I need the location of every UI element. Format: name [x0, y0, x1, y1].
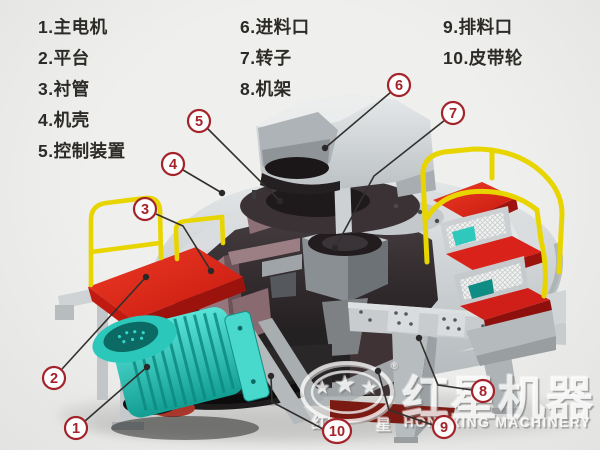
- callout-8-marker: 8: [415, 334, 496, 404]
- callout-5-marker: 5: [186, 108, 284, 205]
- feed-inlet: [265, 157, 329, 179]
- legend-column-right: 9.排料口 10.皮带轮: [443, 12, 523, 74]
- label-housing: 4.机壳: [38, 110, 90, 130]
- motor-vent-grille: [103, 321, 159, 353]
- callout-9-marker: 9: [374, 367, 457, 440]
- callout-7-marker: 7: [331, 100, 466, 252]
- label-main-motor: 1.主电机: [38, 17, 108, 37]
- label-feed-inlet: 6.进料口: [240, 17, 310, 37]
- callout-3-marker: 3: [132, 196, 215, 275]
- stairs: [433, 182, 556, 366]
- label-discharge-port: 9.排料口: [443, 17, 513, 37]
- callout-10-marker: 10: [267, 372, 353, 445]
- svg-text:9: 9: [440, 420, 448, 436]
- label-rotor: 7.转子: [240, 48, 292, 68]
- label-liner: 3.衬管: [38, 79, 90, 99]
- label-platform: 2.平台: [38, 48, 90, 68]
- svg-text:10: 10: [329, 424, 345, 440]
- star-icon: ★: [361, 378, 379, 399]
- right-railing: [420, 146, 565, 299]
- watermark-char-right: 星: [376, 417, 392, 434]
- svg-text:8: 8: [479, 384, 487, 400]
- svg-text:7: 7: [449, 106, 457, 122]
- callout-1-marker: 1: [63, 363, 151, 441]
- legend-column-left: 1.主电机 2.平台 3.衬管 4.机壳 5.控制装置: [38, 12, 126, 167]
- svg-text:1: 1: [72, 421, 80, 437]
- legend-column-middle: 6.进料口 7.转子 8.机架: [240, 12, 310, 105]
- svg-text:3: 3: [141, 202, 149, 218]
- callout-2-marker: 2: [41, 273, 150, 391]
- star-icon: ★: [334, 371, 357, 399]
- star-icon: ★: [314, 378, 332, 399]
- svg-text:4: 4: [169, 157, 177, 173]
- label-control-device: 5.控制装置: [38, 141, 126, 161]
- registered-mark: ®: [391, 361, 398, 371]
- svg-text:6: 6: [395, 78, 403, 94]
- brand-name-cn: 红星机器: [402, 372, 594, 425]
- left-railing: [88, 195, 226, 288]
- feed-hopper: [256, 94, 436, 234]
- label-frame: 8.机架: [240, 79, 292, 99]
- svg-text:2: 2: [50, 371, 58, 387]
- callout-6-marker: 6: [321, 72, 412, 152]
- main-motor: [92, 307, 270, 440]
- label-belt-pulley: 10.皮带轮: [443, 48, 523, 68]
- svg-text:5: 5: [195, 114, 203, 130]
- callout-4-marker: 4: [160, 151, 226, 197]
